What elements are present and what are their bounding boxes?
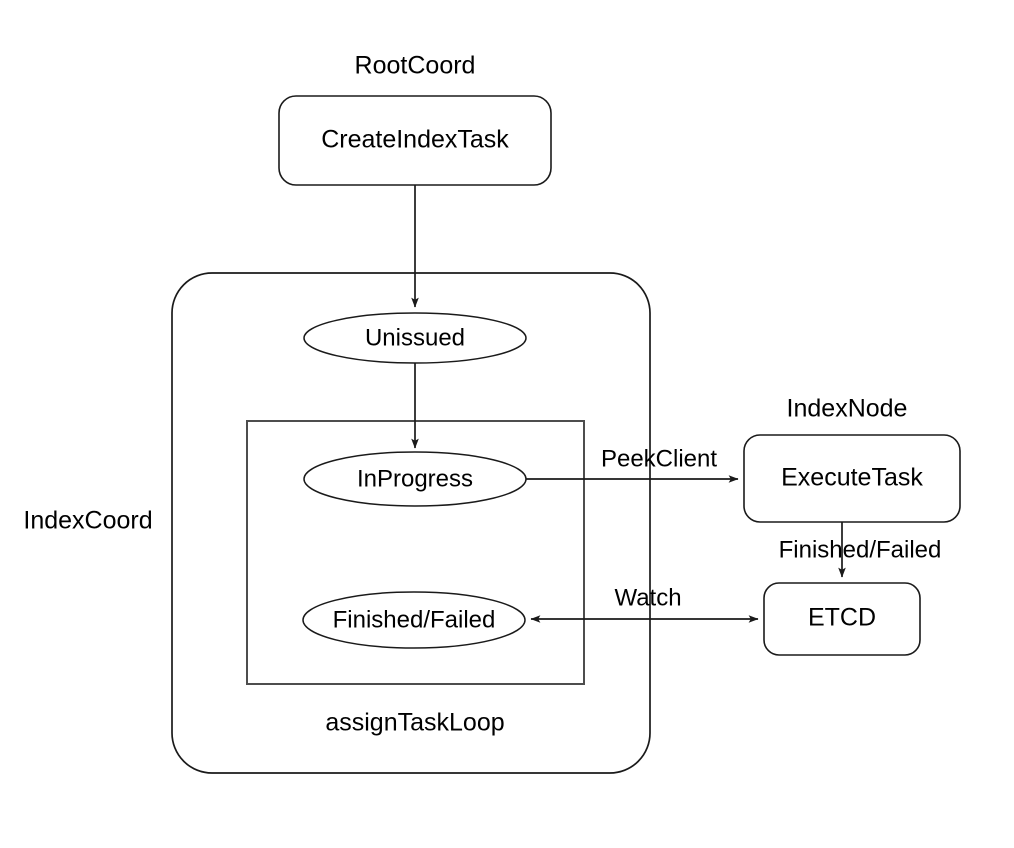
edge-label-finished-failed: Finished/Failed <box>779 536 942 563</box>
edge-label-peekclient: PeekClient <box>601 445 717 472</box>
group-label-indexnode: IndexNode <box>787 395 908 423</box>
node-label-createindextask: CreateIndexTask <box>321 126 509 154</box>
node-label-finishedfailed: Finished/Failed <box>333 606 496 633</box>
node-etcd[interactable] <box>763 582 921 656</box>
group-label-indexcoord: IndexCoord <box>23 507 152 535</box>
edge-label-watch: Watch <box>614 584 681 611</box>
group-label-rootcoord: RootCoord <box>355 52 476 80</box>
node-label-etcd: ETCD <box>808 604 876 632</box>
node-label-inprogress: InProgress <box>357 465 473 492</box>
node-label-unissued: Unissued <box>365 324 465 351</box>
group-container-indexcoord[interactable] <box>171 272 651 774</box>
node-executetask[interactable] <box>743 434 961 523</box>
node-label-executetask: ExecuteTask <box>781 464 923 492</box>
node-finishedfailed[interactable] <box>302 591 526 649</box>
group-label-assigntaskloop: assignTaskLoop <box>325 709 504 737</box>
